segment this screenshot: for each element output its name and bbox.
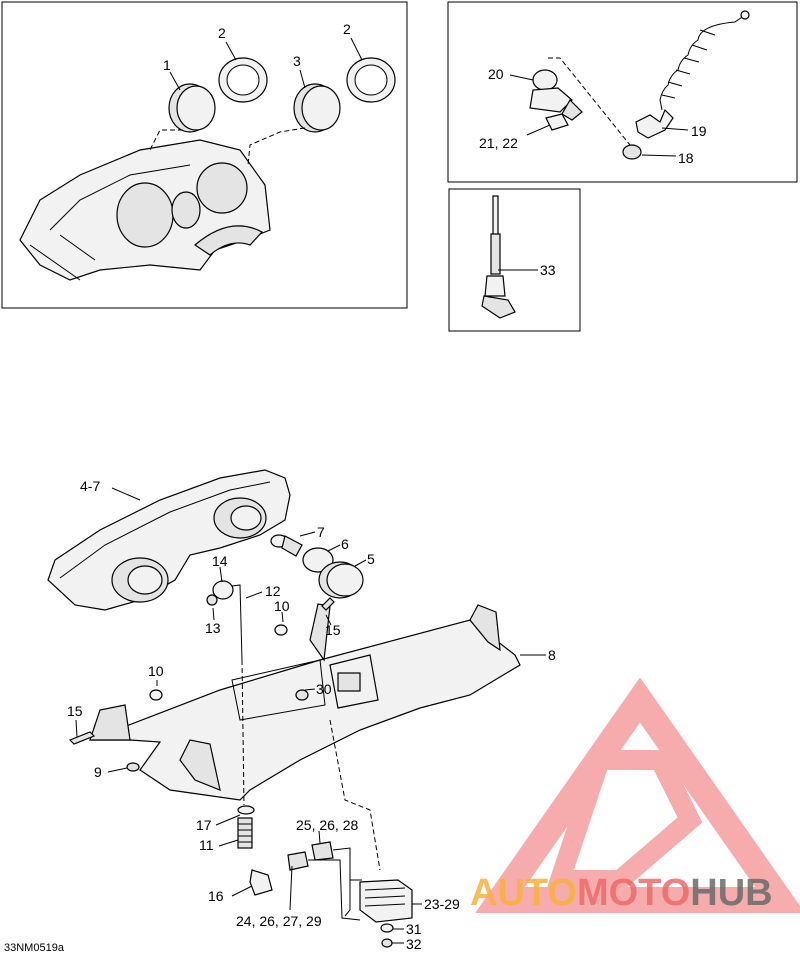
- nut-18: [622, 144, 642, 160]
- callout-19: 19: [691, 123, 707, 139]
- callout-25-26-28: 25, 26, 28: [296, 817, 358, 833]
- gauge-3: [293, 83, 341, 133]
- callout-4-7: 4-7: [80, 478, 100, 494]
- callout-2b: 2: [343, 21, 351, 37]
- callout-14: 14: [212, 553, 228, 569]
- seal-6: [302, 547, 334, 573]
- callout-5: 5: [367, 551, 375, 567]
- watermark-brand: AUTOMOTOHUB: [470, 872, 773, 914]
- callout-33: 33: [540, 262, 556, 278]
- callout-15a: 15: [325, 622, 341, 638]
- callout-3: 3: [293, 53, 301, 69]
- callout-10b: 10: [148, 663, 164, 679]
- callout-21-22: 21, 22: [479, 135, 518, 151]
- coiled-tether-cord: [659, 14, 746, 111]
- connector-25: [311, 841, 334, 861]
- plug-16: [249, 869, 273, 896]
- callout-17: 17: [196, 817, 212, 833]
- callout-31: 31: [406, 921, 422, 937]
- drawing-code: 33NM0519a: [4, 942, 65, 954]
- washer-31: [380, 923, 394, 933]
- callout-23-29: 23-29: [424, 896, 460, 912]
- bracket-8: [89, 619, 521, 801]
- rod-12: [231, 584, 243, 661]
- callout-1: 1: [163, 57, 171, 73]
- callout-2a: 2: [218, 25, 226, 41]
- callout-20: 20: [488, 66, 504, 82]
- panel-tether-switch: 20 21, 22 19 18: [447, 1, 798, 183]
- housing-hole-left: [116, 182, 174, 248]
- tether-key-19: [635, 108, 674, 139]
- sensor-33: [481, 195, 516, 319]
- bulb-7: [270, 534, 303, 557]
- lower-assembly: 4-7 7 6 5 14 12 13 10 15 8 10 30 15 9 17…: [47, 469, 556, 952]
- callout-6: 6: [341, 536, 349, 552]
- nut-13: [206, 594, 218, 606]
- watermark-logo: [475, 677, 800, 913]
- panel-frame: [1, 1, 408, 309]
- callout-12: 12: [265, 583, 281, 599]
- wiring-harness: [308, 847, 362, 921]
- gauge-1: [168, 83, 216, 133]
- callout-8: 8: [548, 647, 556, 663]
- panel-frame: [448, 188, 581, 332]
- connector-21-22: [545, 113, 569, 131]
- callout-13: 13: [205, 620, 221, 636]
- callout-11: 11: [199, 837, 214, 853]
- callout-10a: 10: [274, 598, 290, 614]
- panel-frame: [447, 1, 798, 183]
- regulator-23-29: [359, 879, 413, 923]
- callout-30: 30: [316, 681, 332, 697]
- washer-17: [237, 805, 255, 815]
- callout-18: 18: [678, 150, 694, 166]
- nut-32: [381, 938, 393, 948]
- panel-gauge-cluster: 1 2 3 2: [1, 1, 408, 309]
- watermark-brand-auto: AUTO: [470, 872, 577, 914]
- watermark-brand-moto: MOTO: [577, 872, 690, 914]
- cap-5: [318, 561, 364, 599]
- watermark-brand-hub: HUB: [690, 872, 772, 914]
- automotohub-watermark: AUTOMOTOHUB: [470, 677, 800, 914]
- panel-sensor: 33: [448, 188, 581, 332]
- connector-24: [287, 851, 309, 871]
- housing-hole-right: [196, 162, 248, 214]
- switch-20: [529, 69, 583, 121]
- callout-32: 32: [406, 936, 422, 952]
- callout-7: 7: [317, 524, 325, 540]
- adjuster-14: [212, 580, 234, 600]
- callout-24-26-27-29: 24, 26, 27, 29: [236, 913, 322, 929]
- bezel-2b: [346, 57, 396, 103]
- callout-15b: 15: [67, 703, 83, 719]
- bezel-2a: [218, 57, 268, 103]
- callout-9: 9: [94, 764, 102, 780]
- callout-16: 16: [208, 888, 224, 904]
- spring-11: [237, 817, 253, 849]
